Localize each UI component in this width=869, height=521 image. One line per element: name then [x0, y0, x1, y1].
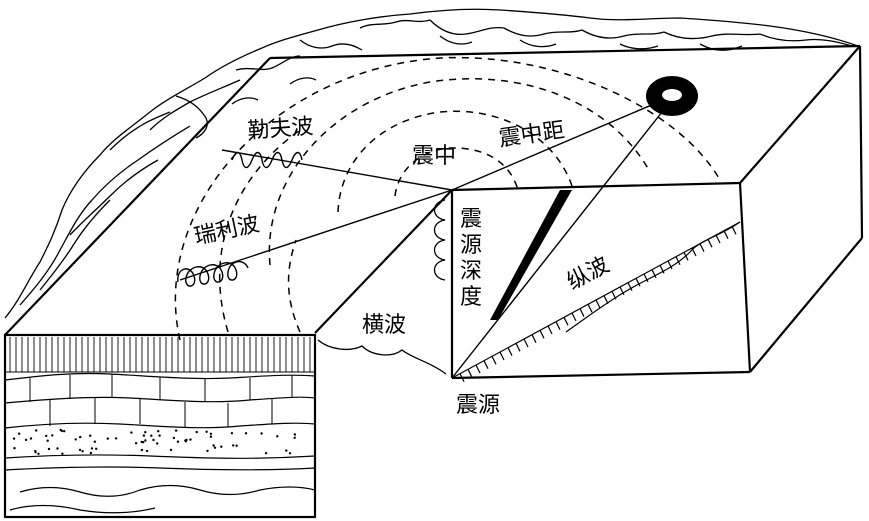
hypocenter-label: 震源 — [456, 393, 500, 418]
wavefront-circles — [174, 56, 721, 341]
s-wave-label: 横波 — [362, 313, 406, 338]
epicentral-distance-label: 震中距 — [497, 118, 566, 152]
strata-section — [3, 333, 317, 519]
focal-depth-label: 震 源 深 度 — [460, 207, 489, 310]
seismic-station-icon — [646, 76, 698, 116]
block-right-face — [450, 45, 864, 380]
love-wave-label: 勒夫波 — [247, 114, 315, 144]
rayleigh-wave-path — [177, 189, 453, 287]
block-top-face — [4, 44, 861, 336]
love-wave-path — [221, 149, 453, 191]
rayleigh-wave-label: 瑞利波 — [192, 212, 262, 250]
terrain-outline — [4, 8, 859, 319]
epicenter-label: 震中 — [412, 144, 456, 169]
p-wave-label: 纵波 — [563, 253, 614, 296]
fault-plane — [490, 190, 572, 320]
epicentral-distance-line — [451, 97, 669, 191]
p-wave-ticks — [451, 221, 741, 382]
s-wave-marks — [317, 199, 447, 375]
p-wave-ray — [451, 111, 663, 379]
